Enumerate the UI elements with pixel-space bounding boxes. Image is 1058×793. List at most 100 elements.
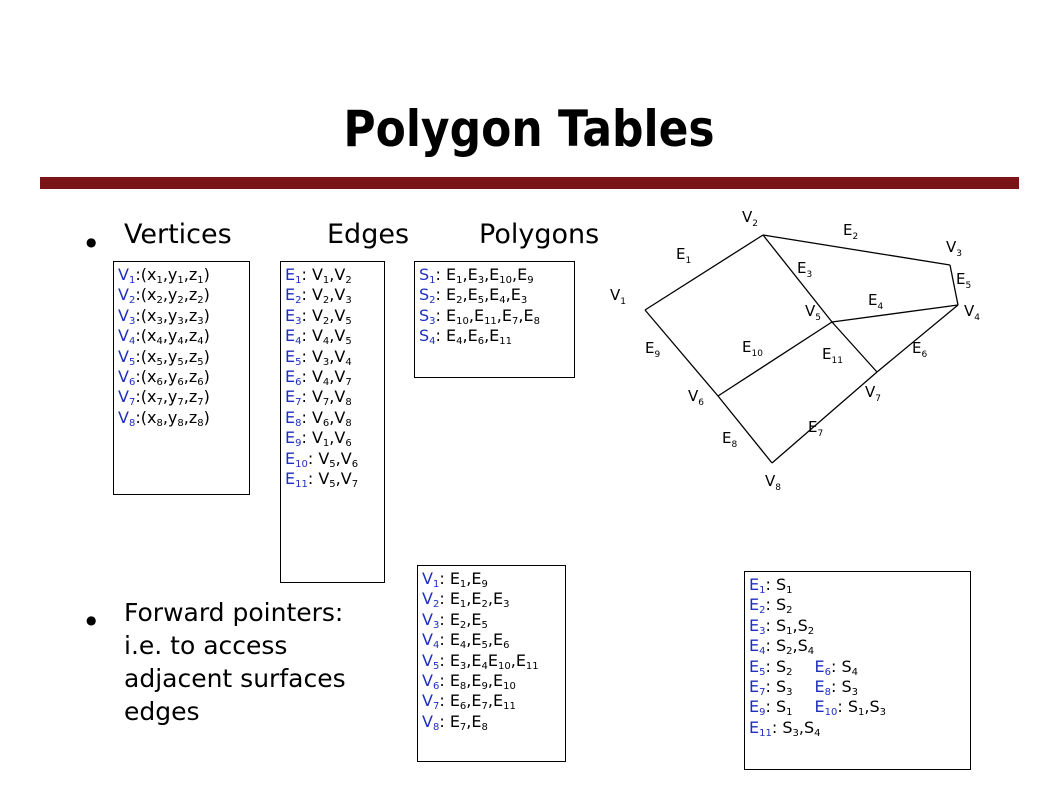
polygon-table-key: S3 [419, 305, 436, 327]
edge-table-row: E2: V2,V3 [285, 285, 380, 307]
edge-surface-table-key: E9 [749, 697, 766, 719]
edge-label: E6 [912, 339, 927, 360]
polygon-table-row: S3: E10,E11,E7,E8 [419, 305, 570, 327]
vertex-label: V6 [688, 387, 704, 408]
vertex-table: V1:(x1,y1,z1)V2:(x2,y2,z2)V3:(x3,y3,z3)V… [113, 261, 250, 495]
vertex-edge-table-key: V4 [422, 630, 440, 652]
edge-surface-table-value: : S2 [765, 595, 793, 617]
vertex-table-row: V4:(x4,y4,z4) [118, 326, 245, 348]
vertex-table-row: V1:(x1,y1,z1) [118, 265, 245, 286]
forward-pointers-line: Forward pointers: [124, 598, 344, 627]
polygon-table-row: S4: E4,E6,E11 [419, 326, 570, 348]
vertex-table-key: V8 [118, 407, 136, 429]
edge-label: E8 [722, 429, 737, 450]
edge-surface-table-key: E11 [749, 717, 772, 739]
polygon-table-value: : E10,E11,E7,E8 [435, 305, 540, 327]
vertex-edge-table-key: V8 [422, 711, 440, 733]
edge-surface-table-key: E10 [814, 697, 838, 719]
forward-pointers-line: adjacent surfaces [124, 664, 346, 693]
edge-surface-table-key: E7 [749, 677, 766, 699]
vertex-table-key: V5 [118, 346, 136, 368]
edge-table-value: : V4,V7 [301, 367, 352, 389]
edge-table-key: E7 [285, 387, 302, 409]
vertex-edge-table-row: V3: E2,E5 [422, 609, 561, 631]
vertex-table-row: V5:(x5,y5,z5) [118, 346, 245, 368]
edge-surface-table-value: : S1 [765, 697, 793, 719]
vertex-edge-table-row: V4: E4,E5,E6 [422, 630, 561, 652]
vertex-edge-table-key: V6 [422, 671, 440, 693]
edge-label: E10 [742, 338, 763, 359]
edge-table-key: E8 [285, 407, 302, 429]
polygon-table-row: S1: E1,E3,E10,E9 [419, 265, 570, 286]
edge-surface-table-key: E2 [749, 595, 766, 617]
edge-table-row: E10: V5,V6 [285, 448, 380, 470]
vertex-edge-table-value: : E8,E9,E10 [439, 671, 516, 693]
edge-surface-table-row: E3: S1,S2 [749, 615, 966, 637]
vertex-label: V1 [610, 286, 626, 307]
edge-surface-table-value: : S3 [765, 677, 793, 699]
edge-label: E1 [676, 245, 691, 266]
vertex-table-row: V6:(x6,y6,z6) [118, 367, 245, 389]
vertex-table-value: :(x8,y8,z8) [135, 407, 210, 429]
edge-surface-table-value: : S4 [830, 656, 858, 678]
vertex-edge-table-value: : E2,E5 [439, 609, 488, 631]
bullet-dot: ● [86, 235, 97, 249]
bullet-dot: ● [86, 613, 97, 627]
vertex-edge-table-row: V5: E3,E4E10,E11 [422, 650, 561, 672]
edge-surface-table-value: : S1,S2 [765, 615, 815, 637]
vertex-label: V7 [865, 383, 881, 404]
edge-surface-table-row: E11: S3,S4 [749, 717, 966, 739]
edge-table-key: E2 [285, 285, 302, 307]
edge-table-row: E8: V6,V8 [285, 407, 380, 429]
vertex-table-value: :(x4,y4,z4) [135, 326, 210, 348]
edge-label: E9 [645, 339, 660, 360]
polygon-table-value: : E1,E3,E10,E9 [435, 265, 534, 286]
mesh-edge-line [762, 234, 951, 266]
edge-label: E5 [956, 270, 971, 291]
slide-title: Polygon Tables [343, 100, 715, 158]
edge-table-key: E5 [285, 346, 302, 368]
edge-surface-table-key: E8 [814, 677, 831, 699]
edge-surface-table-value: : S2 [765, 656, 793, 678]
vertex-label: V8 [765, 472, 781, 493]
edge-table-value: : V5,V7 [307, 469, 359, 491]
edge-table-value: : V1,V6 [301, 428, 352, 450]
mesh-edge-line [831, 321, 878, 373]
mesh-edge-line [644, 309, 719, 397]
edge-table-value: : V4,V5 [301, 326, 352, 348]
polygon-table-key: S4 [419, 326, 436, 348]
vertex-table-value: :(x7,y7,z7) [135, 387, 210, 409]
edge-surface-table-key: E3 [749, 615, 766, 637]
edge-surface-table-row: E1: S1 [749, 575, 966, 596]
vertex-edge-table-key: V3 [422, 609, 440, 631]
edge-surface-table-key: E5 [749, 656, 766, 678]
vertex-table-key: V3 [118, 305, 136, 327]
vertex-edge-table-key: V5 [422, 650, 440, 672]
edge-table-value: : V6,V8 [301, 407, 352, 429]
vertex-edge-table-value: : E1,E9 [439, 569, 488, 590]
vertex-table-row: V8:(x8,y8,z8) [118, 407, 245, 429]
edge-table-value: : V5,V6 [307, 448, 359, 470]
edge-surface-table-value: : S2,S4 [765, 636, 815, 658]
edge-table-row: E1: V1,V2 [285, 265, 380, 286]
edge-table-key: E6 [285, 367, 302, 389]
edge-table-row: E7: V7,V8 [285, 387, 380, 409]
edge-surface-table-value: : S1 [765, 575, 793, 596]
edge-table-key: E10 [285, 448, 308, 470]
vertex-table-key: V6 [118, 367, 136, 389]
edge-label: E4 [868, 291, 883, 312]
mesh-edge-line [831, 304, 959, 323]
vertex-label: V2 [742, 208, 758, 229]
vertex-edge-table-value: : E3,E4E10,E11 [439, 650, 539, 672]
edge-label: E11 [822, 345, 843, 366]
vertex-table-row: V3:(x3,y3,z3) [118, 305, 245, 327]
edge-table-key: E9 [285, 428, 302, 450]
vertex-table-value: :(x5,y5,z5) [135, 346, 210, 368]
edge-surface-table-value: : S1,S3 [837, 697, 886, 719]
edge-table-value: : V7,V8 [301, 387, 352, 409]
vertex-edge-table-key: V1 [422, 569, 440, 590]
edge-surface-table-key: E4 [749, 636, 766, 658]
